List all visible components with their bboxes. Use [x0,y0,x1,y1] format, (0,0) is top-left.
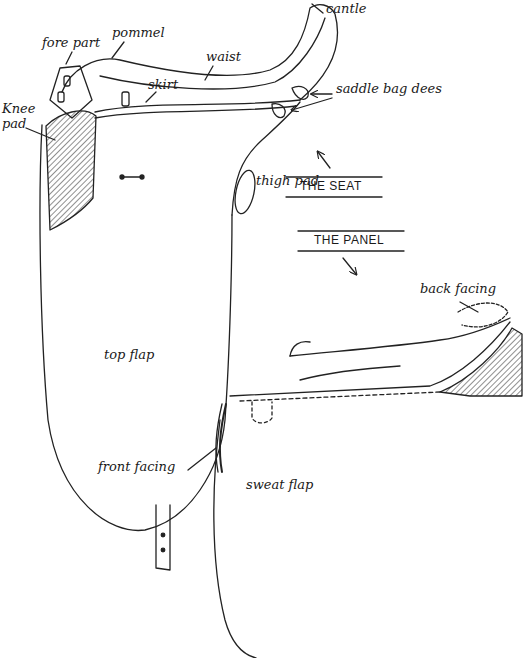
part-label: cantle [326,2,366,17]
part-label: saddle bag dees [336,82,442,97]
part-label: Knee pad [2,102,36,132]
part-label: THE PANEL [314,234,384,248]
part-label: THE SEAT [300,180,362,194]
part-label: pommel [112,26,165,41]
part-label: sweat flap [246,478,313,493]
part-label: waist [206,50,241,65]
part-label: back facing [420,282,496,297]
part-label: front facing [98,460,175,475]
part-label: fore part [42,36,100,51]
part-label: skirt [148,78,178,93]
part-label: top flap [104,348,154,363]
